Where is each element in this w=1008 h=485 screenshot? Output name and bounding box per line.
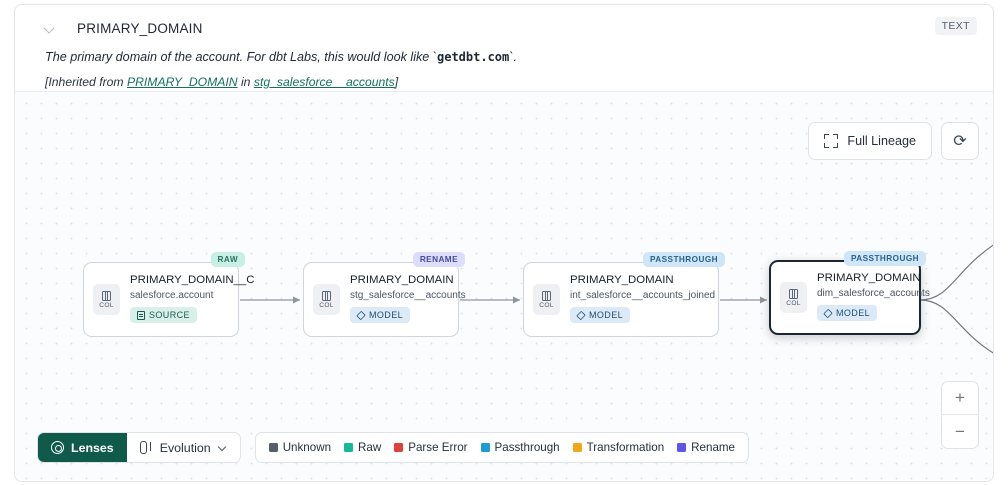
node-title: PRIMARY_DOMAIN__C xyxy=(130,274,255,287)
evolution-label: Evolution xyxy=(159,440,211,455)
description-code: getdbt.com xyxy=(437,50,510,64)
column-icon xyxy=(102,290,111,301)
zoom-out-button[interactable]: − xyxy=(955,421,965,441)
inherit-close: ] xyxy=(394,74,399,89)
page-title: PRIMARY_DOMAIN xyxy=(77,20,203,36)
node-kind-label: MODEL xyxy=(369,310,404,321)
source-table-icon xyxy=(137,310,145,320)
col-type-chip: COL xyxy=(313,284,340,315)
lenses-button[interactable]: Lenses xyxy=(38,433,127,462)
node-title: PRIMARY_DOMAIN xyxy=(570,274,674,287)
legend-item-rename: Rename xyxy=(677,441,735,454)
full-lineage-button[interactable]: Full Lineage xyxy=(808,122,932,160)
legend-label: Unknown xyxy=(282,441,332,454)
column-icon xyxy=(322,290,331,301)
description-prefix: The primary domain of the account. For d… xyxy=(45,50,437,64)
lineage-node-dim[interactable]: PASSTHROUGH COL PRIMARY_DOMAIN dim_sales… xyxy=(769,251,930,335)
col-chip-label: COL xyxy=(319,301,334,309)
cube-icon xyxy=(823,308,833,318)
lineage-node-int[interactable]: PASSTHROUGH COL PRIMARY_DOMAIN int_sales… xyxy=(523,252,725,337)
legend-label: Parse Error xyxy=(408,441,468,454)
legend-swatch xyxy=(344,443,354,452)
node-body: PRIMARY_DOMAIN stg_salesforce__accounts … xyxy=(350,274,466,325)
col-chip-label: COL xyxy=(539,301,554,309)
node-kind-badge: MODEL xyxy=(570,307,631,324)
node-kind-label: MODEL xyxy=(836,308,871,319)
canvas-toolbar: Full Lineage ⟳ xyxy=(808,122,979,160)
chevron-down-icon xyxy=(219,443,228,452)
cube-icon xyxy=(356,310,366,320)
legend-swatch xyxy=(677,443,687,452)
full-lineage-label: Full Lineage xyxy=(847,134,916,148)
description-suffix: `. xyxy=(509,50,517,64)
node-lens-badge: PASSTHROUGH xyxy=(642,252,725,267)
legend-swatch xyxy=(480,443,490,452)
lineage-canvas[interactable]: Full Lineage ⟳ RAW COL PRIMARY_DOMAIN__C… xyxy=(15,91,993,481)
panel-header: PRIMARY_DOMAIN TEXT The primary domain o… xyxy=(15,5,993,91)
cube-icon xyxy=(576,310,586,320)
legend-label: Rename xyxy=(691,441,735,454)
expand-corners-icon xyxy=(824,134,839,148)
col-type-chip: COL xyxy=(533,284,560,315)
legend-item-parse-error: Parse Error xyxy=(394,441,468,454)
inherit-mid: in xyxy=(237,74,254,89)
node-lens-badge: RENAME xyxy=(412,252,465,267)
node-kind-badge: SOURCE xyxy=(130,307,197,324)
aperture-icon xyxy=(51,441,64,454)
evolution-dropdown[interactable]: Evolution xyxy=(127,433,240,462)
legend-item-passthrough: Passthrough xyxy=(480,441,560,454)
col-type-chip: COL xyxy=(780,282,807,313)
col-chip-label: COL xyxy=(786,299,801,307)
node-subtitle: salesforce.account xyxy=(130,290,214,302)
legend-label: Transformation xyxy=(586,441,665,454)
legend-item-raw: Raw xyxy=(344,441,381,454)
node-title: PRIMARY_DOMAIN xyxy=(817,272,921,285)
data-type-badge: TEXT xyxy=(934,17,977,35)
zoom-in-button[interactable]: + xyxy=(942,382,978,415)
lineage-node-raw[interactable]: RAW COL PRIMARY_DOMAIN__C salesforce.acc… xyxy=(83,252,255,337)
node-lens-badge: RAW xyxy=(210,252,245,267)
node-subtitle: int_salesforce__accounts_joined xyxy=(570,290,716,302)
node-body: PRIMARY_DOMAIN dim_salesforce_accounts M… xyxy=(817,272,930,323)
node-title: PRIMARY_DOMAIN xyxy=(350,274,454,287)
inherited-column-link[interactable]: PRIMARY_DOMAIN xyxy=(126,74,238,89)
node-body: PRIMARY_DOMAIN__C salesforce.account SOU… xyxy=(130,274,255,325)
legend-label: Raw xyxy=(358,441,382,454)
lineage-node-rename[interactable]: RENAME COL PRIMARY_DOMAIN stg_salesforce… xyxy=(303,252,466,337)
column-icon xyxy=(542,290,551,301)
lenses-label: Lenses xyxy=(71,440,114,455)
inherit-open: [Inherited from xyxy=(45,74,127,89)
inherited-from-note: [Inherited from PRIMARY_DOMAIN in stg_sa… xyxy=(45,75,977,89)
col-chip-label: COL xyxy=(99,301,114,309)
legend-swatch xyxy=(572,443,582,452)
lens-control-group: Lenses Evolution xyxy=(37,432,241,463)
lineage-edges xyxy=(240,244,993,354)
lens-legend: Unknown Raw Parse Error Passthrough Tran… xyxy=(254,432,749,463)
node-kind-badge: MODEL xyxy=(817,305,878,322)
refresh-icon: ⟳ xyxy=(953,133,967,150)
node-kind-badge: MODEL xyxy=(350,307,411,324)
evolution-flow-icon xyxy=(139,441,152,454)
node-kind-label: SOURCE xyxy=(149,310,190,321)
legend-swatch xyxy=(394,443,404,452)
zoom-controls: + − xyxy=(941,381,979,449)
legend-label: Passthrough xyxy=(494,441,560,454)
node-body: PRIMARY_DOMAIN int_salesforce__accounts_… xyxy=(570,274,715,325)
column-description: The primary domain of the account. For d… xyxy=(45,50,977,66)
node-lens-badge: PASSTHROUGH xyxy=(843,251,926,266)
lineage-bottom-bar: Lenses Evolution Unknown Raw xyxy=(37,432,749,463)
col-type-chip: COL xyxy=(93,284,120,315)
chevron-down-icon[interactable] xyxy=(43,21,57,35)
legend-swatch xyxy=(268,443,278,452)
refresh-button[interactable]: ⟳ xyxy=(941,122,979,160)
column-icon xyxy=(789,288,798,299)
inherited-model-link[interactable]: stg_salesforce__accounts xyxy=(253,74,395,89)
node-kind-label: MODEL xyxy=(589,310,624,321)
column-lineage-panel: PRIMARY_DOMAIN TEXT The primary domain o… xyxy=(14,4,994,482)
node-subtitle: dim_salesforce_accounts xyxy=(817,288,930,300)
node-subtitle: stg_salesforce__accounts xyxy=(350,290,466,302)
legend-item-transformation: Transformation xyxy=(572,441,665,454)
legend-item-unknown: Unknown xyxy=(268,441,332,454)
